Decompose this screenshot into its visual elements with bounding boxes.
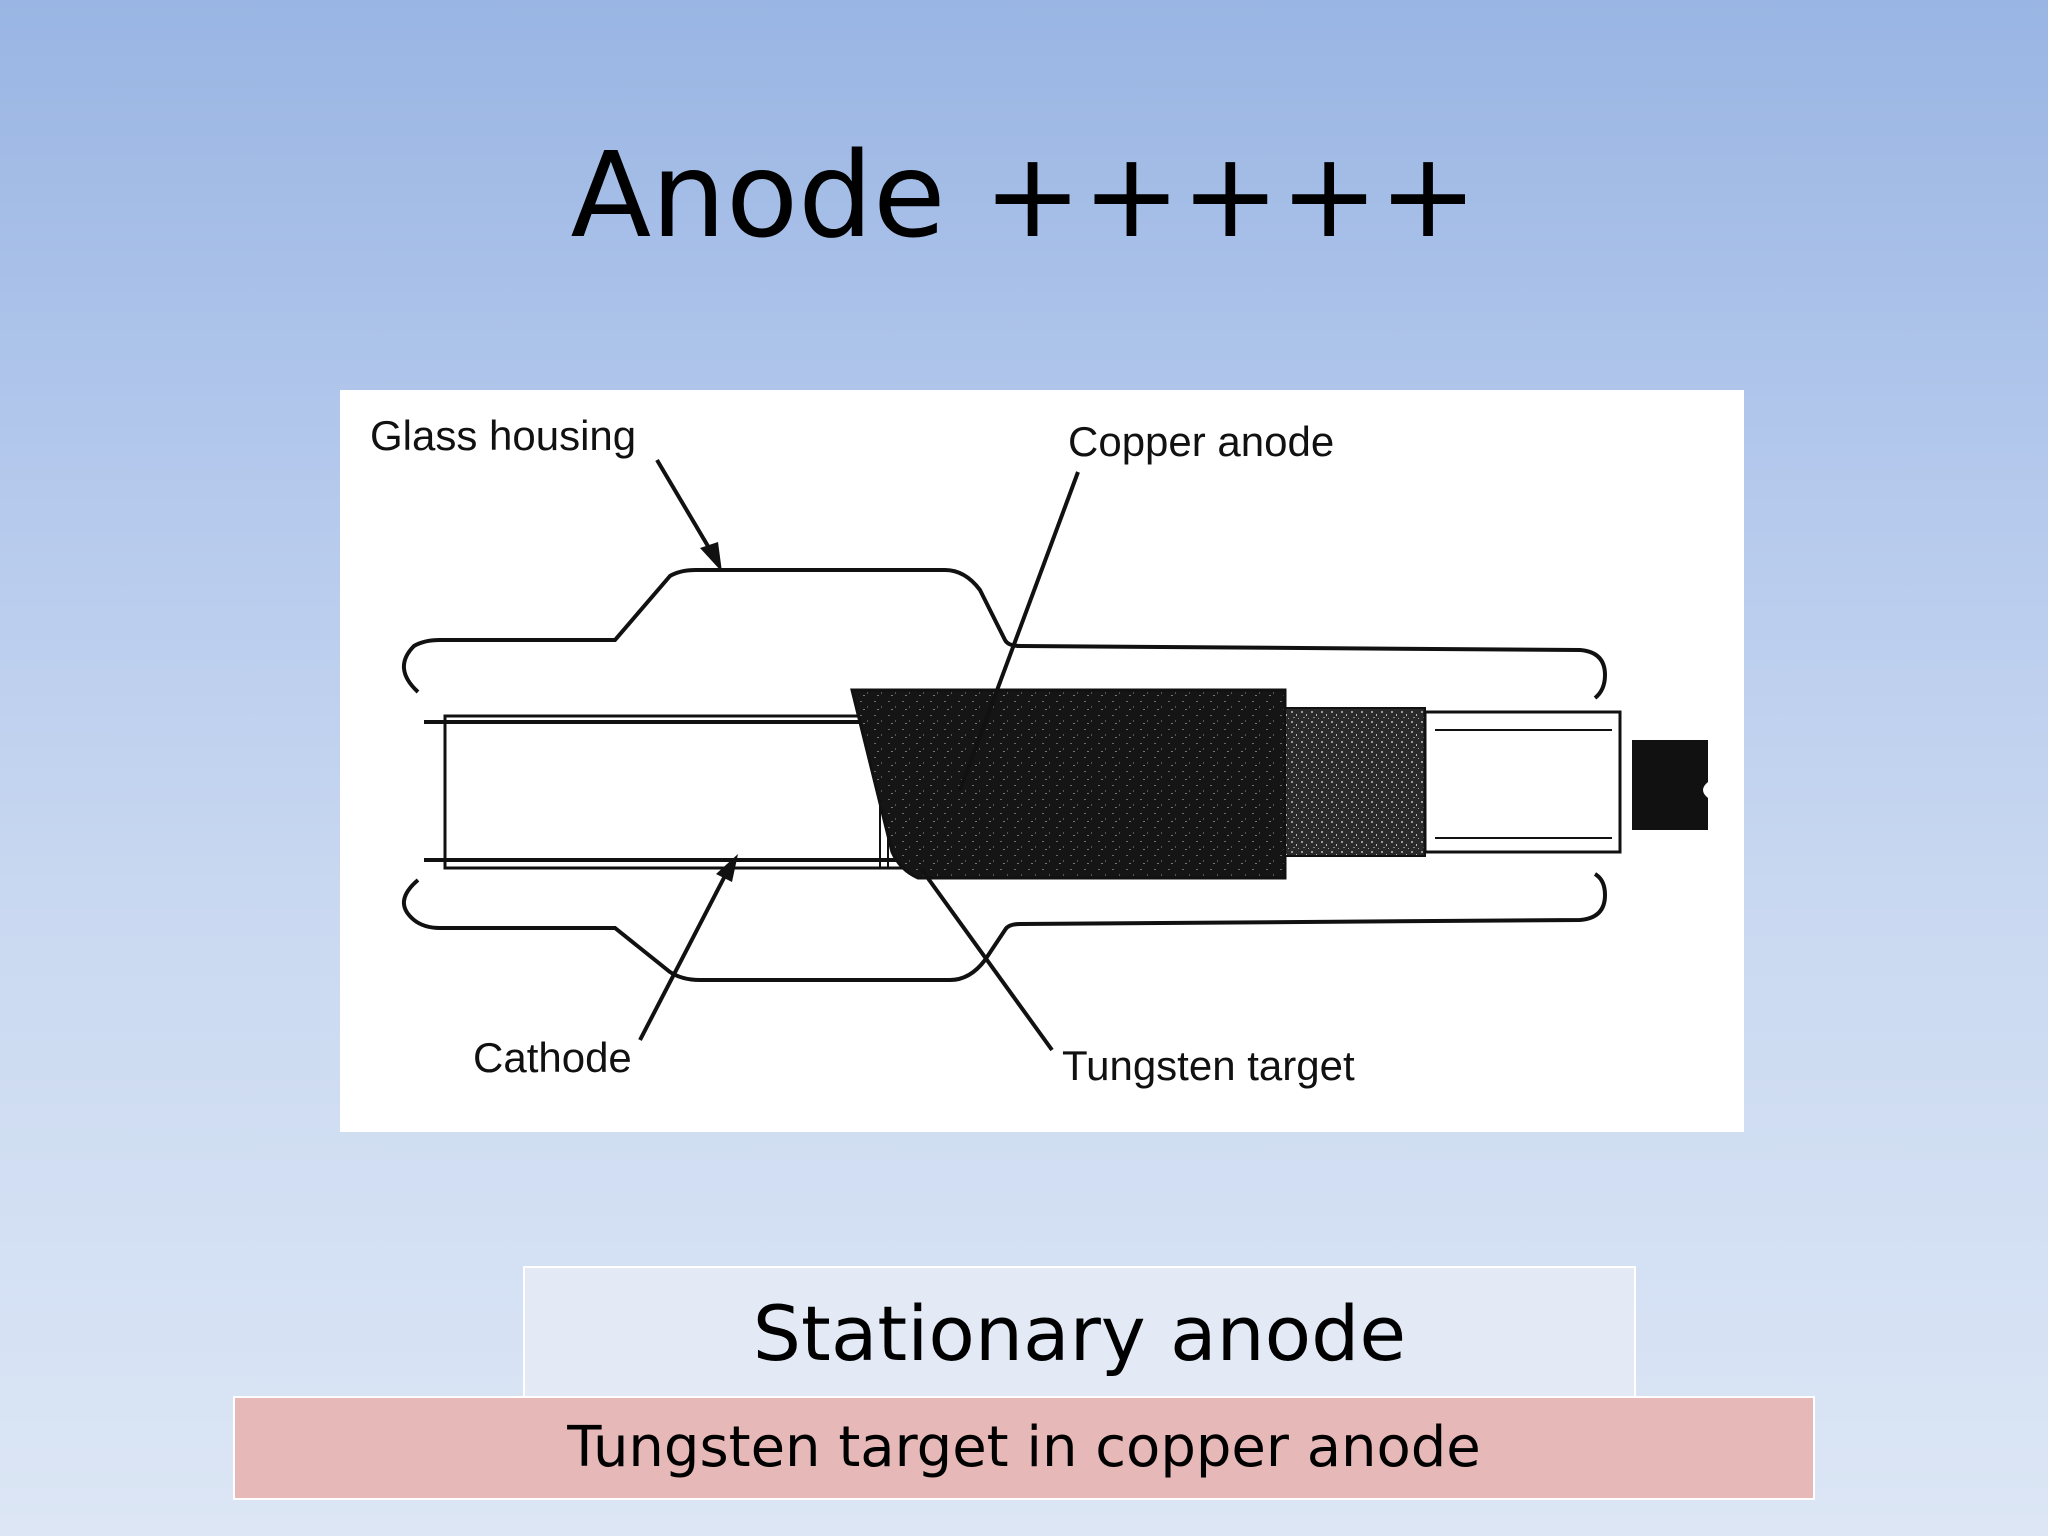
glass-housing-upper	[402, 568, 1608, 700]
tungsten-target-block	[850, 688, 1287, 880]
slide-title: Anode +++++	[570, 126, 1478, 264]
copper-anode-stem	[1284, 707, 1426, 857]
anode-terminal	[1632, 740, 1708, 830]
x-ray-tube-diagram: Glass housing Copper anode Cathode Tungs…	[340, 390, 1744, 1132]
copper-anode-leader	[958, 471, 1080, 791]
glass-housing-leader	[655, 458, 717, 560]
subtitle-box: Stationary anode	[523, 1266, 1636, 1398]
glass-housing-arrowhead	[700, 542, 722, 572]
glass-housing-lower	[402, 872, 1608, 982]
label-copper-anode: Copper anode	[1068, 418, 1334, 465]
label-tungsten-target: Tungsten target	[1062, 1042, 1355, 1089]
label-cathode: Cathode	[473, 1034, 632, 1081]
anode-insulator	[1423, 710, 1622, 854]
x-ray-tube-drawing: Glass housing Copper anode Cathode Tungs…	[370, 412, 1708, 1089]
cathode-cup	[443, 714, 915, 870]
cathode-leader	[638, 869, 730, 1041]
glass-housing-upper-outline	[409, 566, 1612, 692]
label-glass-housing: Glass housing	[370, 412, 636, 459]
cathode-arrowhead	[716, 854, 738, 882]
tungsten-target-leader	[920, 868, 1054, 1052]
caption-box: Tungsten target in copper anode	[233, 1396, 1815, 1500]
